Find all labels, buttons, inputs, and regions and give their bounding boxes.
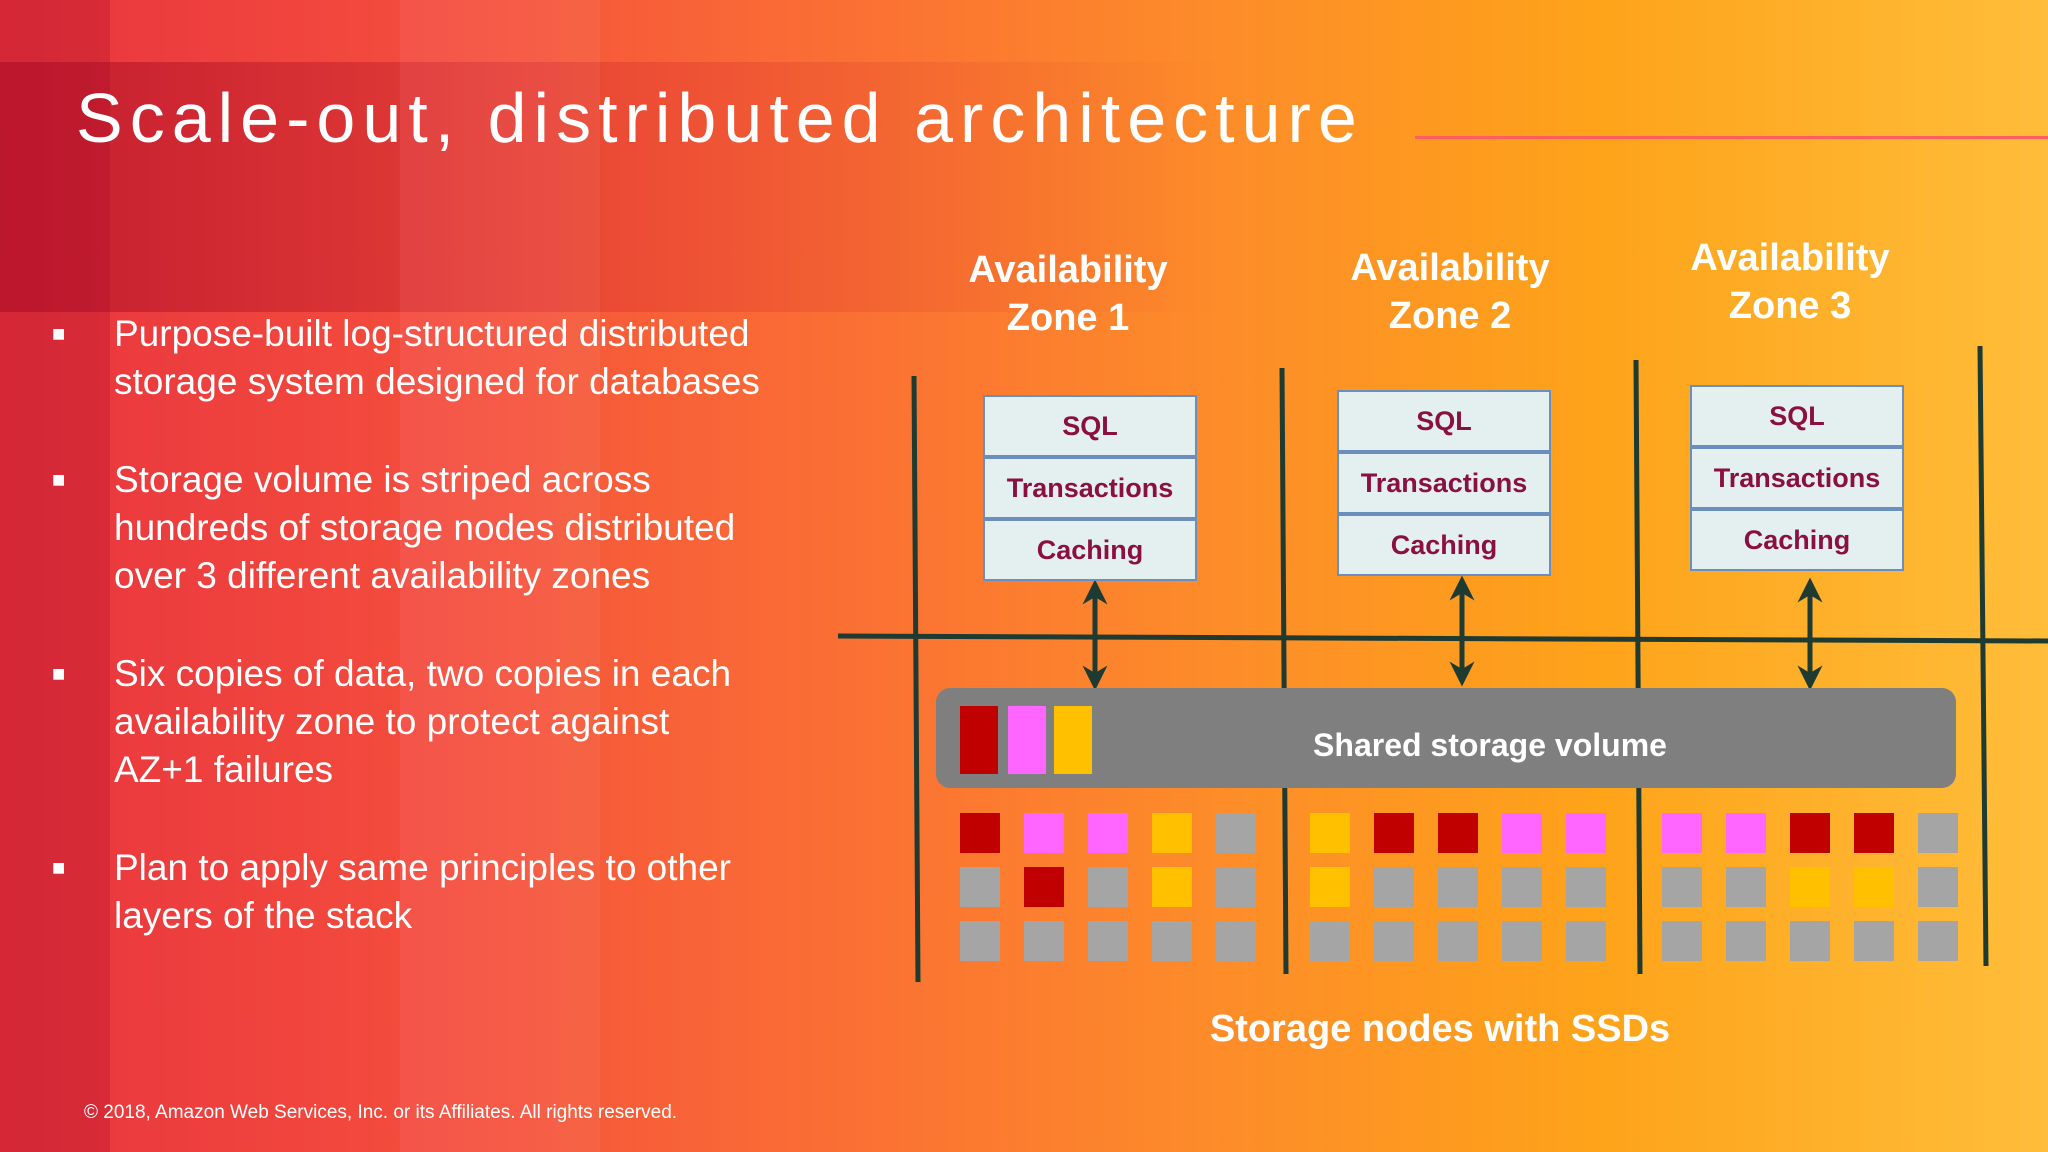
storage-node-yellow: [1854, 867, 1894, 907]
storage-node-pink: [1566, 813, 1606, 853]
storage-node-yellow: [1310, 813, 1350, 853]
storage-node-pink: [1502, 813, 1542, 853]
storage-node-gray: [1216, 813, 1256, 853]
storage-node-yellow: [1152, 867, 1192, 907]
storage-node-yellow: [1152, 813, 1192, 853]
storage-node-grid: [960, 813, 1958, 961]
storage-node-gray: [1918, 813, 1958, 853]
storage-node-gray: [1152, 921, 1192, 961]
storage-node-gray: [1310, 921, 1350, 961]
storage-node-red: [1438, 813, 1478, 853]
stack-sql: SQL: [983, 395, 1197, 457]
storage-node-gray: [1790, 921, 1830, 961]
zone-divider: [911, 375, 921, 983]
storage-node-gray: [1088, 867, 1128, 907]
zone-label-line: Availability: [1690, 237, 1890, 279]
storage-node-pink: [1088, 813, 1128, 853]
bullet-item: ■ Purpose-built log-structured distribut…: [50, 310, 830, 406]
storage-node-gray: [1502, 921, 1542, 961]
storage-node-gray: [1726, 867, 1766, 907]
stack-sql: SQL: [1690, 385, 1904, 447]
storage-node-gray: [1216, 867, 1256, 907]
zone-label-line: Availability: [968, 249, 1168, 291]
storage-node-red: [960, 813, 1000, 853]
bullet-text-line: Plan to apply same principles to other: [114, 847, 732, 888]
zone-label-3: Availability Zone 3: [1640, 234, 1940, 330]
zone-divider: [1279, 367, 1289, 975]
title-rule: [1415, 136, 2048, 139]
storage-node-pink: [1726, 813, 1766, 853]
storage-node-pink: [1024, 813, 1064, 853]
bullet-text-line: layers of the stack: [114, 895, 413, 936]
zone-label-line: Zone 3: [1728, 285, 1852, 327]
shared-storage-label: Shared storage volume: [1313, 727, 1667, 763]
storage-node-red: [1374, 813, 1414, 853]
stack-sql: SQL: [1337, 390, 1551, 452]
storage-node-gray: [1216, 921, 1256, 961]
stack-transactions: Transactions: [1337, 452, 1551, 514]
storage-node-gray: [1918, 867, 1958, 907]
storage-node-red: [1790, 813, 1830, 853]
storage-node-gray: [960, 921, 1000, 961]
bullet-text-line: Storage volume is striped across: [114, 459, 651, 500]
storage-nodes-caption: Storage nodes with SSDs: [1209, 1008, 1671, 1050]
storage-node-gray: [1566, 867, 1606, 907]
bullet-text-line: hundreds of storage nodes distributed: [114, 507, 736, 548]
zone-label-line: Zone 1: [1006, 297, 1130, 339]
zone-label-1: Availability Zone 1: [918, 246, 1218, 342]
bullet-text-line: Purpose-built log-structured distributed: [114, 313, 750, 354]
storage-node-gray: [1438, 921, 1478, 961]
stack-caching: Caching: [1690, 509, 1904, 571]
shared-storage-bar: [936, 688, 1956, 788]
bullet-list: ■ Purpose-built log-structured distribut…: [50, 310, 830, 990]
slide-title: Scale-out, distributed architecture: [76, 79, 1364, 157]
bullet-marker: ■: [52, 855, 66, 880]
stack-caching: Caching: [983, 519, 1197, 581]
bullet-text-line: AZ+1 failures: [114, 749, 334, 790]
storage-node-gray: [1374, 867, 1414, 907]
storage-node-gray: [960, 867, 1000, 907]
legend-swatch-yellow: [1054, 706, 1092, 774]
stack-transactions: Transactions: [983, 457, 1197, 519]
copyright-footer: © 2018, Amazon Web Services, Inc. or its…: [84, 1102, 678, 1123]
zone-divider: [1977, 345, 1989, 967]
zone-divider: [1633, 359, 1643, 975]
storage-node-gray: [1502, 867, 1542, 907]
storage-node-gray: [1662, 921, 1702, 961]
storage-node-gray: [1662, 867, 1702, 907]
storage-node-gray: [1438, 867, 1478, 907]
storage-node-yellow: [1790, 867, 1830, 907]
bullet-text-line: storage system designed for databases: [114, 361, 760, 402]
bullet-marker: ■: [52, 321, 66, 346]
horizontal-divider: [837, 633, 2048, 644]
bullet-item: ■ Six copies of data, two copies in each…: [50, 650, 830, 794]
bullet-marker: ■: [52, 661, 66, 686]
storage-node-gray: [1918, 921, 1958, 961]
zone-label-2: Availability Zone 2: [1300, 244, 1600, 340]
zone-label-line: Availability: [1350, 247, 1550, 289]
bullet-item: ■ Storage volume is striped across hundr…: [50, 456, 830, 600]
storage-node-red: [1024, 867, 1064, 907]
bullet-marker: ■: [52, 467, 66, 492]
storage-node-yellow: [1310, 867, 1350, 907]
storage-node-red: [1854, 813, 1894, 853]
storage-node-gray: [1566, 921, 1606, 961]
legend-swatch-red: [960, 706, 998, 774]
storage-node-gray: [1024, 921, 1064, 961]
legend-swatch-pink: [1008, 706, 1046, 774]
bullet-text-line: over 3 different availability zones: [114, 555, 651, 596]
storage-node-gray: [1088, 921, 1128, 961]
storage-node-gray: [1854, 921, 1894, 961]
bullet-text-line: availability zone to protect against: [114, 701, 670, 742]
stack-caching: Caching: [1337, 514, 1551, 576]
bullet-item: ■ Plan to apply same principles to other…: [50, 844, 830, 940]
storage-node-gray: [1374, 921, 1414, 961]
zone-label-line: Zone 2: [1388, 295, 1512, 337]
bullet-text-line: Six copies of data, two copies in each: [114, 653, 732, 694]
storage-node-gray: [1726, 921, 1766, 961]
storage-node-pink: [1662, 813, 1702, 853]
stack-transactions: Transactions: [1690, 447, 1904, 509]
